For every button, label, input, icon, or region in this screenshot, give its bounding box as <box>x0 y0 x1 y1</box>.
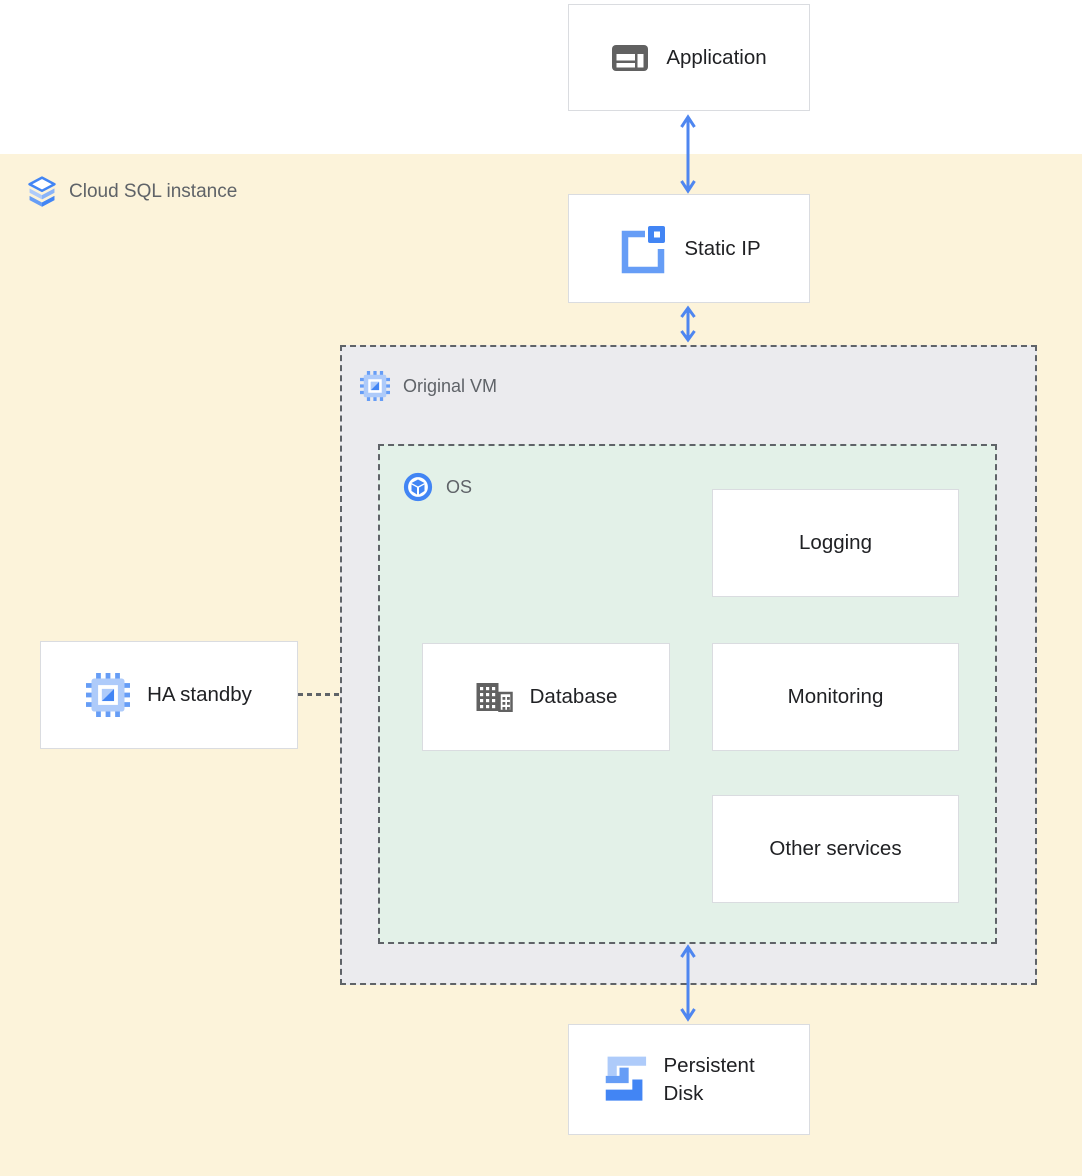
node-application: Application <box>568 4 810 111</box>
cloud-sql-instance-label-text: Cloud SQL instance <box>69 181 238 202</box>
os-region: OS Logging <box>378 444 997 944</box>
node-monitoring: Monitoring <box>712 643 959 751</box>
compute-engine-icon <box>86 673 131 717</box>
node-ha-standby: HA standby <box>40 641 298 749</box>
cloud-sql-icon <box>28 176 56 207</box>
original-vm-region: Original VM OS Logging <box>340 345 1037 985</box>
node-logging-label: Logging <box>799 531 872 554</box>
node-logging: Logging <box>712 489 959 597</box>
node-other-services-label: Other services <box>769 837 902 860</box>
node-persistent-disk-label: Persistent Disk <box>663 1053 755 1105</box>
node-monitoring-label: Monitoring <box>787 685 884 708</box>
os-label: OS <box>403 472 472 502</box>
ha-standby-dashed-connector <box>298 693 378 696</box>
arrow-application-staticip <box>680 114 696 194</box>
database-icon <box>476 683 513 712</box>
compute-engine-icon <box>360 371 390 401</box>
arrow-staticip-vm <box>680 305 696 343</box>
application-icon <box>612 44 649 71</box>
persistent-disk-icon <box>605 1056 646 1101</box>
node-database: Database <box>422 643 670 751</box>
node-persistent-disk: Persistent Disk <box>568 1024 810 1135</box>
node-application-label: Application <box>666 45 767 69</box>
original-vm-label-text: Original VM <box>403 375 498 396</box>
node-other-services: Other services <box>712 795 959 903</box>
node-static-ip: Static IP <box>568 194 810 303</box>
static-ip-icon <box>622 225 666 273</box>
cloud-sql-instance-label: Cloud SQL instance <box>28 174 237 210</box>
os-label-text: OS <box>446 476 473 497</box>
node-database-label: Database <box>529 685 618 708</box>
arrow-os-persistentdisk <box>680 944 696 1022</box>
node-static-ip-label: Static IP <box>684 236 761 260</box>
node-ha-standby-label: HA standby <box>147 683 252 706</box>
original-vm-label: Original VM <box>360 371 497 401</box>
os-icon <box>403 472 433 502</box>
